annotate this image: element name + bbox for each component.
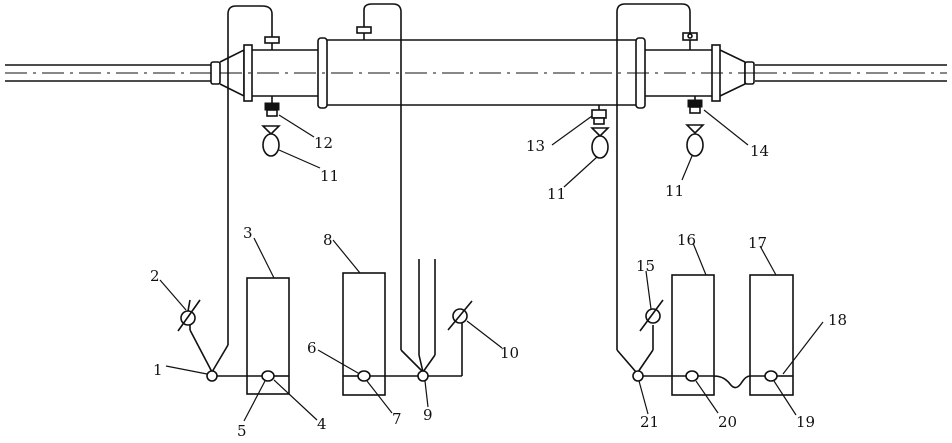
label-3: 3 bbox=[243, 224, 253, 242]
label-9: 9 bbox=[423, 406, 433, 424]
label-13: 13 bbox=[526, 137, 545, 155]
pump-5 bbox=[261, 370, 275, 382]
label-11-left: 11 bbox=[320, 167, 339, 185]
tank-17 bbox=[749, 274, 794, 396]
right-pipe-segment bbox=[645, 49, 712, 97]
hose-left bbox=[227, 5, 273, 345]
top-fitting-right bbox=[682, 32, 698, 50]
label-20: 20 bbox=[718, 413, 737, 431]
label-11-right: 11 bbox=[665, 182, 684, 200]
pump-19 bbox=[764, 370, 778, 382]
label-1: 1 bbox=[153, 361, 163, 379]
pipe-20-to-19 bbox=[698, 375, 765, 389]
valve-2 bbox=[177, 299, 201, 332]
valve-10 bbox=[447, 300, 473, 331]
bottom-fitting-13 bbox=[591, 105, 607, 125]
label-5: 5 bbox=[237, 422, 247, 438]
sensor-11-right bbox=[685, 124, 705, 157]
leader-lines bbox=[159, 109, 824, 422]
label-11-middle: 11 bbox=[547, 185, 566, 203]
label-17: 17 bbox=[748, 234, 767, 252]
left-pipe bbox=[5, 64, 212, 82]
right-pipe bbox=[755, 64, 947, 82]
label-18: 18 bbox=[828, 311, 847, 329]
label-14: 14 bbox=[750, 142, 769, 160]
branch-21-left bbox=[616, 349, 637, 373]
tank-3 bbox=[246, 277, 290, 395]
branch-1-left bbox=[189, 329, 213, 373]
inlet-9-pipes bbox=[400, 259, 436, 373]
label-6: 6 bbox=[307, 339, 317, 357]
branch-1-right bbox=[211, 344, 229, 373]
label-10: 10 bbox=[500, 344, 519, 362]
pump-20 bbox=[685, 370, 699, 382]
label-7: 7 bbox=[392, 410, 402, 428]
label-8: 8 bbox=[323, 231, 333, 249]
label-16: 16 bbox=[677, 231, 696, 249]
pump-7 bbox=[357, 370, 371, 382]
tank-8 bbox=[342, 272, 386, 396]
branch-21-right bbox=[637, 349, 654, 373]
left-pipe-segment bbox=[252, 49, 318, 97]
top-fitting-left bbox=[264, 36, 280, 50]
sensor-11-left bbox=[261, 125, 281, 157]
hose-middle bbox=[363, 3, 402, 350]
valve-15 bbox=[639, 299, 664, 332]
hose-right bbox=[616, 3, 691, 350]
labels: 1 2 3 4 5 6 7 8 9 10 11 11 11 12 13 14 1… bbox=[150, 134, 847, 440]
junction-9 bbox=[417, 370, 429, 382]
bottom-fitting-12 bbox=[264, 96, 280, 117]
label-12: 12 bbox=[314, 134, 333, 152]
label-4: 4 bbox=[317, 415, 327, 433]
left-coupling bbox=[210, 61, 221, 85]
main-pipe-body bbox=[327, 39, 636, 106]
label-2: 2 bbox=[150, 267, 160, 285]
top-fitting-middle bbox=[356, 26, 372, 40]
junction-1 bbox=[206, 370, 218, 382]
label-19: 19 bbox=[796, 413, 815, 431]
tank-16 bbox=[671, 274, 715, 396]
bottom-fitting-14 bbox=[687, 96, 703, 114]
label-15: 15 bbox=[636, 257, 655, 275]
label-21: 21 bbox=[640, 413, 659, 431]
sensor-11-middle bbox=[590, 127, 610, 159]
junction-21 bbox=[632, 370, 644, 382]
